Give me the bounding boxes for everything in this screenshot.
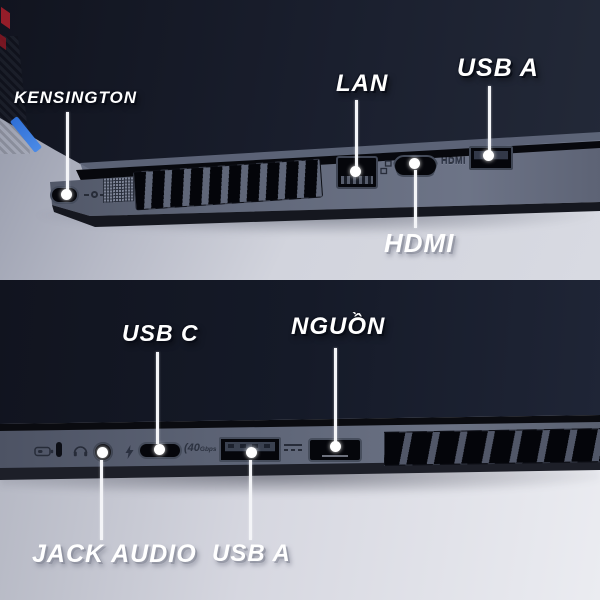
dc-solid-line	[284, 444, 302, 446]
callout-dot-nguon	[330, 441, 341, 452]
callout-dot-usb-a-bottom	[246, 447, 257, 458]
callout-line-hdmi	[414, 170, 417, 228]
icon-circle	[91, 191, 98, 198]
mesh-vent-grill	[103, 177, 134, 203]
callout-line-kensington	[66, 112, 69, 192]
callout-dot-lan	[350, 166, 361, 177]
led-indicator-light	[56, 442, 62, 457]
usb-c-speed-engraving: (40Gbps	[184, 442, 217, 454]
label-nguon: NGUỒN	[291, 313, 386, 340]
power-port-pin	[322, 455, 348, 457]
bottom-panel-right-side-photo: (40Gbps USB C NGUỒN JACK AUDIO USB A	[0, 280, 600, 600]
callout-line-nguon	[334, 348, 337, 442]
callout-line-lan	[355, 100, 358, 170]
label-usb-a-top: USB A	[457, 54, 539, 82]
label-usb-c: USB C	[122, 320, 199, 346]
dc-power-icon	[284, 444, 302, 451]
icon-dash	[84, 193, 89, 196]
callout-dot-hdmi	[409, 158, 420, 169]
lan-port-pins	[341, 176, 373, 184]
label-kensington: KENSINGTON	[14, 88, 138, 107]
usb-a-contacts	[228, 444, 272, 448]
headphone-icon	[72, 442, 89, 458]
label-hdmi: HDMI	[384, 228, 455, 258]
icon-dash	[100, 193, 105, 196]
lightning-icon	[124, 445, 135, 459]
top-panel-left-side-photo: HDMI KENSINGTON LAN USB A HDMI	[0, 0, 600, 280]
laptop-lid	[0, 280, 600, 424]
side-vent-grill	[384, 428, 600, 466]
label-usb-a-bottom: USB A	[212, 540, 291, 567]
speed-unit: Gbps	[199, 446, 217, 453]
label-jack-audio: JACK AUDIO	[32, 540, 197, 568]
callout-line-usb-a-bottom	[249, 460, 252, 540]
hdmi-port-engraving: HDMI	[441, 156, 466, 166]
dc-dashed-line	[284, 449, 302, 451]
kensington-lock-icon	[84, 190, 106, 199]
callout-line-jack-audio	[100, 460, 103, 540]
speed-value: (40	[184, 442, 200, 454]
label-lan: LAN	[336, 70, 389, 97]
callout-dot-jack-audio	[97, 447, 108, 458]
callout-dot-usb-a-top	[483, 150, 494, 161]
battery-icon	[34, 446, 54, 457]
callout-line-usb-a-top	[488, 86, 491, 153]
callout-dot-kensington	[61, 189, 72, 200]
lan-icon	[380, 160, 392, 175]
callout-dot-usb-c	[154, 444, 165, 455]
callout-line-usb-c	[156, 352, 159, 444]
